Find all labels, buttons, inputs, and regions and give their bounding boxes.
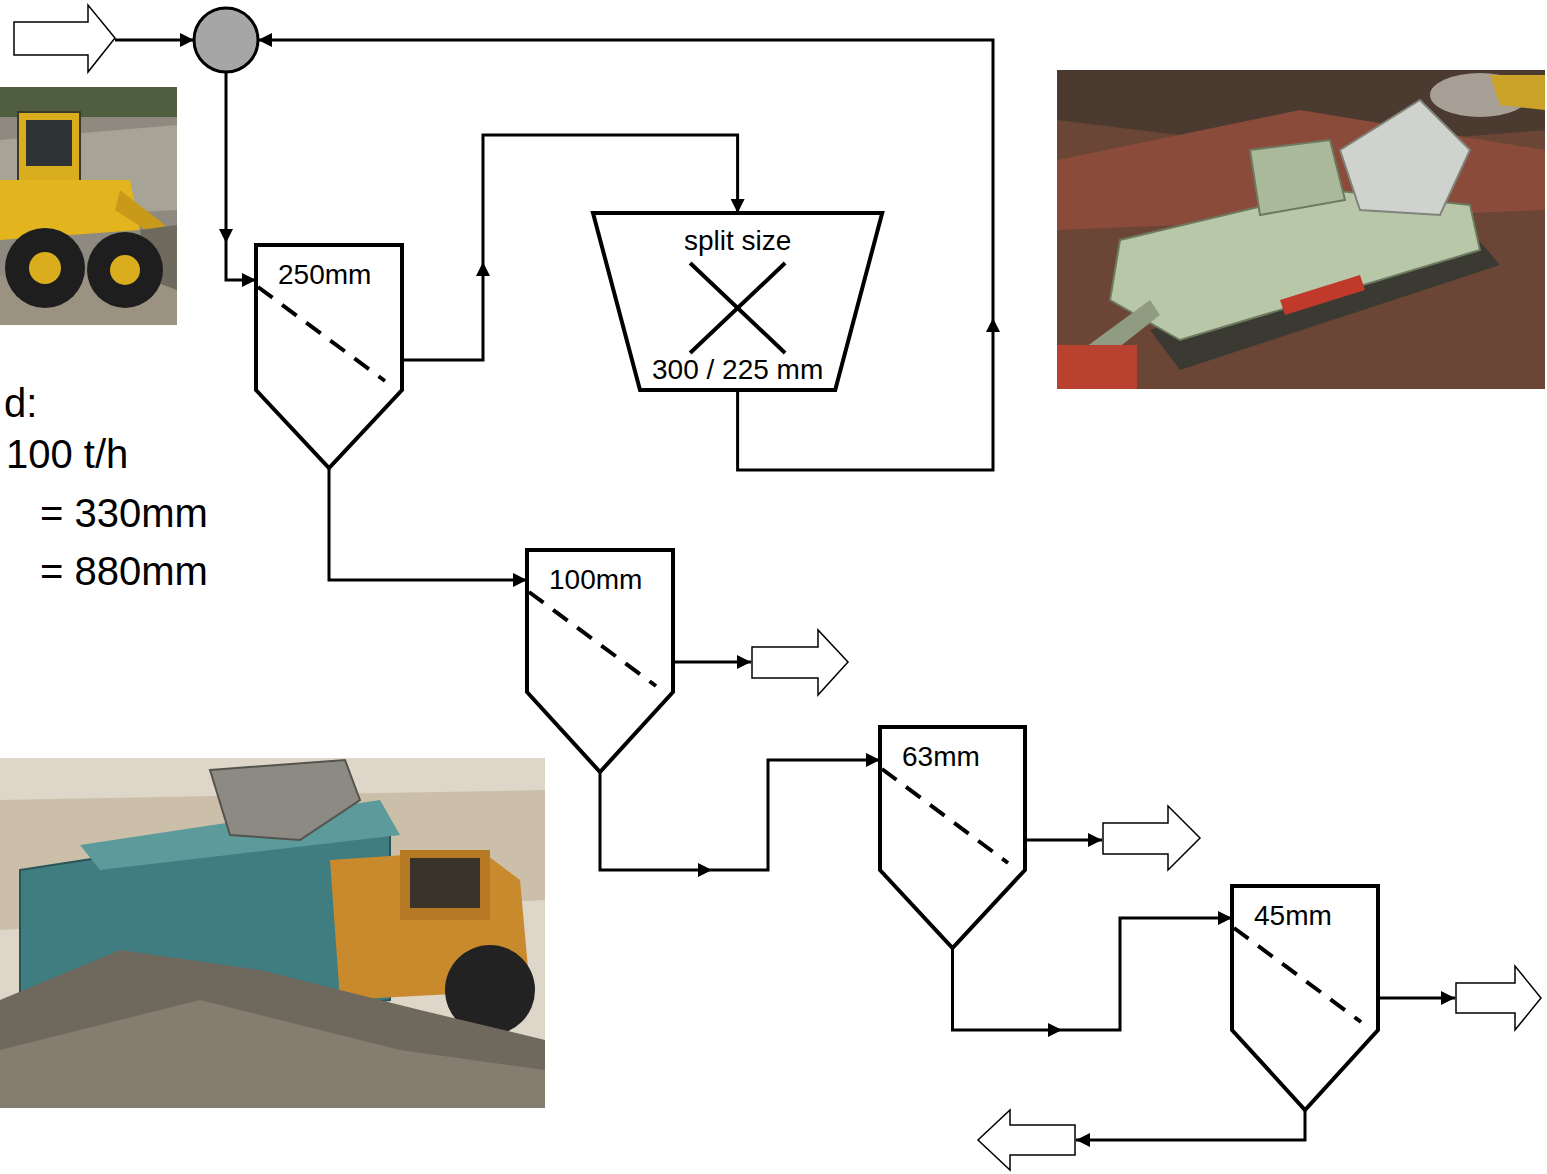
screen-hopper	[527, 550, 673, 772]
screen-size: 45mm	[1254, 900, 1332, 932]
screen-deck: 100mm	[527, 550, 673, 772]
flow-line	[600, 760, 880, 870]
screen-deck: 45mm	[1232, 886, 1378, 1110]
feed-data: = 880mm	[40, 548, 208, 594]
crusher-photo	[1057, 70, 1545, 389]
flow-arrowhead	[219, 229, 233, 243]
product-line	[1378, 997, 1455, 1000]
crusher-label: split size	[684, 225, 791, 257]
flow-group	[953, 918, 1233, 1037]
screen-photo	[0, 758, 545, 1108]
screen-deck-line	[1234, 928, 1361, 1022]
screen-size: 63mm	[902, 741, 980, 773]
product-arrow	[752, 630, 848, 695]
product-arrow	[1103, 806, 1200, 870]
screen-size: 250mm	[278, 259, 371, 291]
screen-hopper	[1232, 886, 1378, 1110]
product-line	[1076, 1110, 1305, 1140]
flow-line	[953, 918, 1233, 1030]
crusher-body	[593, 213, 882, 390]
feed-data: 100 t/h	[6, 431, 128, 477]
screen-deck-line	[529, 592, 656, 686]
flow-arrowhead	[1048, 1023, 1062, 1037]
flow-arrowhead	[476, 262, 490, 276]
product-line	[673, 661, 751, 664]
flow-line	[226, 40, 993, 470]
screen-hopper	[880, 727, 1025, 948]
mixing-point	[194, 8, 258, 72]
crusher-cross	[690, 263, 785, 353]
flow-arrowhead	[986, 318, 1000, 332]
feed-data: d:	[4, 380, 37, 426]
flow-group	[219, 33, 1000, 470]
screen-deck: 63mm	[880, 727, 1025, 948]
crusher-label: 300 / 225 mm	[652, 354, 823, 386]
flow-group	[329, 468, 527, 580]
screen-deck-line	[258, 287, 385, 381]
crusher-cross	[690, 263, 785, 353]
flow-group	[600, 760, 880, 877]
flow-line	[329, 468, 527, 580]
screen-hopper	[256, 245, 402, 468]
screen-deck-line	[882, 769, 1008, 863]
loader-photo	[0, 87, 177, 325]
flow-arrowhead	[258, 33, 272, 47]
feed-arrow	[14, 5, 115, 72]
feed-line	[115, 39, 194, 42]
crusher-box: split size 300 / 225 mm	[593, 213, 882, 390]
product-arrow	[978, 1110, 1075, 1170]
product-arrow	[1456, 966, 1541, 1030]
screen-deck: 250mm	[256, 245, 402, 468]
feed-data: = 330mm	[40, 490, 208, 536]
flow-arrowhead	[698, 863, 712, 877]
product-line	[1025, 839, 1102, 842]
screen-size: 100mm	[549, 564, 642, 596]
